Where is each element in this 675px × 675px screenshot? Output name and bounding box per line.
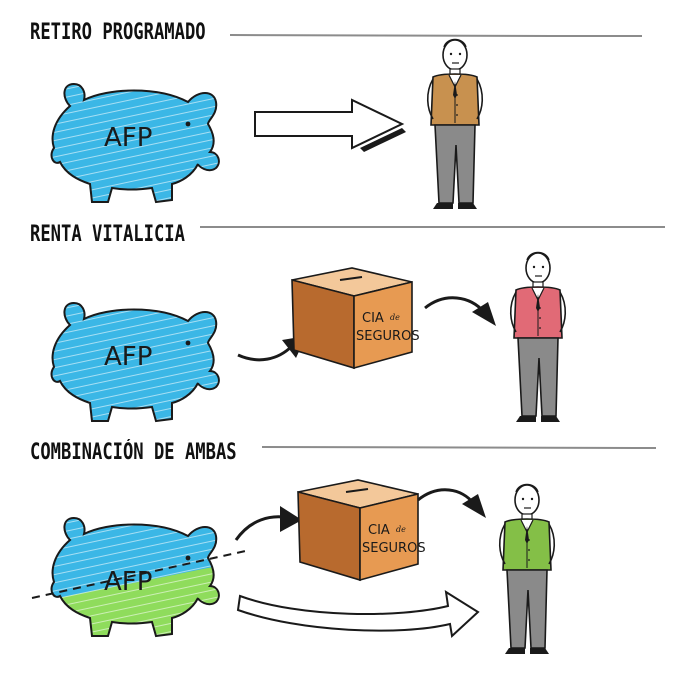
box-icon: CIA de SEGUROS <box>291 267 420 369</box>
box-line2-3: SEGUROS <box>362 541 426 556</box>
pig-label-1: AFP <box>104 123 152 153</box>
person-icon <box>509 251 567 423</box>
pig-label-2: AFP <box>104 342 152 372</box>
person-icon <box>498 483 556 655</box>
title-combinacion-de-ambas: COMBINACIÓN DE AMBAS <box>30 440 237 465</box>
underline-3 <box>261 446 657 449</box>
title-retiro-programado: RETIRO PROGRAMADO <box>30 20 206 45</box>
title-renta-vitalicia: RENTA VITALICIA <box>30 222 185 247</box>
piggy-bank-icon: AFP <box>50 302 220 422</box>
arrow-icon <box>234 506 302 541</box>
arrow-icon <box>417 488 486 518</box>
underline-1 <box>229 34 643 37</box>
box-icon: CIA de SEGUROS <box>297 479 426 581</box>
underline-2 <box>199 225 666 228</box>
arrow-icon <box>254 98 406 152</box>
pig-label-3: AFP <box>104 567 152 597</box>
box-connector-3: de <box>396 525 406 534</box>
box-connector-2: de <box>390 313 400 322</box>
box-line1-2: CIA <box>362 311 384 326</box>
person-icon <box>426 38 484 210</box>
split-line <box>31 549 251 599</box>
arrow-icon <box>236 590 480 638</box>
box-line2-2: SEGUROS <box>356 329 420 344</box>
arrow-icon <box>424 296 496 326</box>
box-line1-3: CIA <box>368 523 390 538</box>
piggy-bank-icon: AFP <box>50 83 220 203</box>
piggy-bank-icon: AFP <box>50 517 220 637</box>
